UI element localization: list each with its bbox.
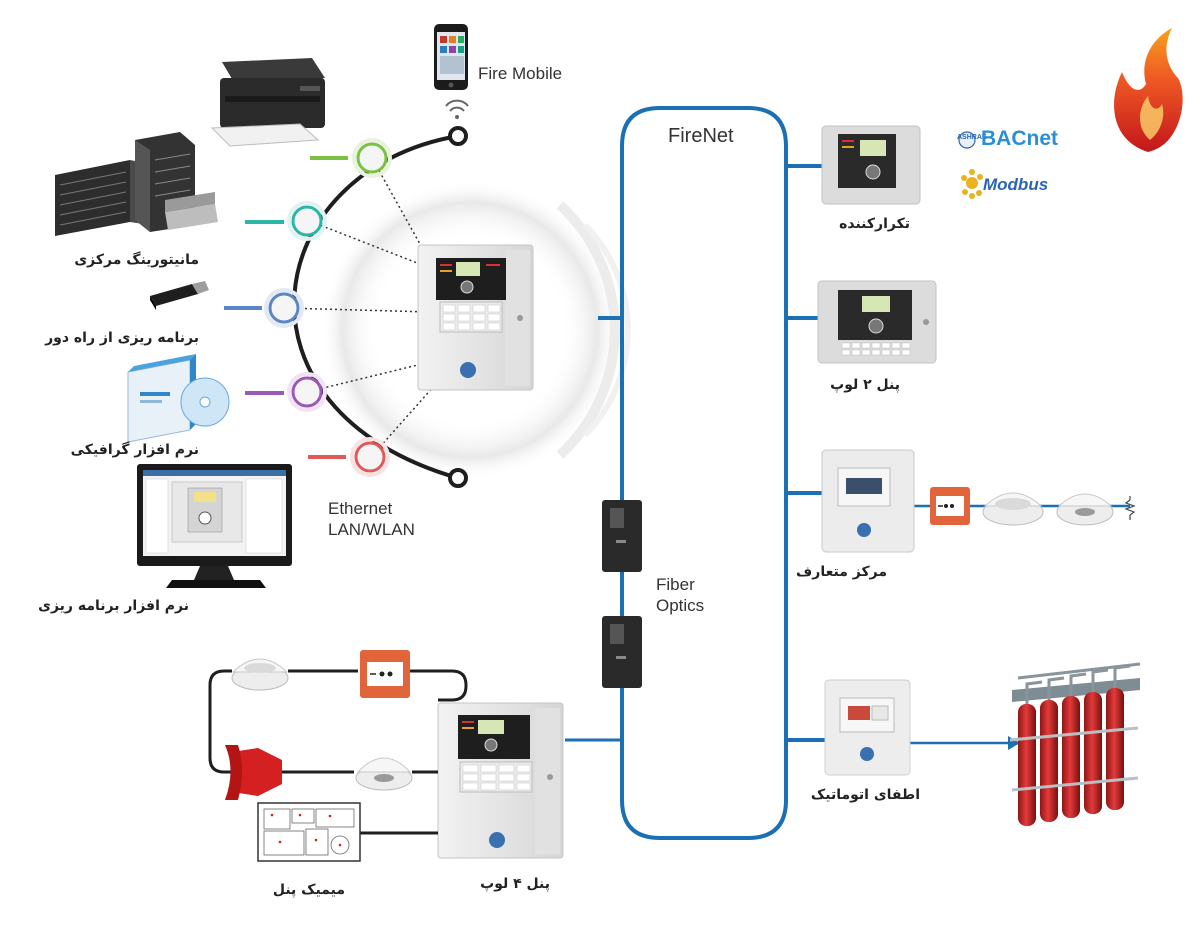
node-red [354,441,386,473]
printer-icon [210,58,325,147]
local-call-point-icon [360,650,410,698]
bacnet-prefix: ASHRAE [957,134,987,141]
arc-nodes [224,138,392,477]
node-blue [268,292,300,324]
main-panel-icon [417,244,534,391]
panel-2-loop-icon [817,280,937,364]
ethernet-label: Ethernet LAN/WLAN [328,498,415,540]
dotted-links [284,157,436,459]
fire-mobile-label: Fire Mobile [478,64,563,83]
siren-icon [225,745,282,800]
bacnet-logo [958,131,976,149]
phone-icon [434,24,468,90]
repeater-panel-icon [821,125,921,205]
arc-end-node-top [448,126,468,146]
local-smoke-detector-icon [231,658,289,691]
gas-cylinders-icon [1009,662,1141,826]
firenet-loop [565,106,825,840]
fiber-label-line1: Fiber [656,575,695,594]
conventional-center-label: مرکز متعارف [796,564,887,580]
panel-4-loop-wiring [208,669,468,835]
graphics-software-label: نرم افزار گرافیکی [70,442,199,458]
wifi-icon [445,99,469,119]
server-icon [55,132,218,236]
arc-end-node-bottom [448,468,468,488]
panel-4-loop-icon [437,702,564,859]
panel-2-loop-label: پنل ۲ لوپ [830,377,900,393]
call-point-icon [930,487,970,525]
resistor-icon [1124,496,1136,520]
extinguishing-panel-icon [824,679,911,776]
node-purple [291,376,323,408]
central-monitoring-label: مانیتورینگ مرکزی [74,252,199,268]
mimic-panel-label: میمیک پنل [272,882,345,898]
repeater-label: تکرارکننده [839,216,910,232]
ethernet-label-line1: Ethernet [328,499,393,518]
smoke-detector-icon [982,492,1044,526]
fiber-label-line2: Optics [656,596,705,615]
conventional-panel-icon [821,449,915,553]
fiber-optics-label: Fiber Optics [656,574,704,616]
node-teal [291,205,323,237]
fiber-converter-icon [602,500,642,688]
node-green [356,142,388,174]
modbus-text: Modbus [983,175,1049,194]
auto-extinguishing-label: اطفای اتوماتیک [810,787,920,803]
usb-stick-icon [150,281,209,310]
remote-programming-label: برنامه ریزی از راه دور [45,330,199,346]
software-box-icon [127,354,230,443]
firenet-label: FireNet [668,125,734,147]
flame-logo-icon [1114,28,1183,152]
local-heat-detector-icon [355,757,413,791]
monitor-icon [137,464,292,588]
floor-plan-icon [257,802,361,862]
ethernet-label-line2: LAN/WLAN [328,520,415,539]
bacnet-text: BACnet [981,127,1058,150]
modbus-logo [961,169,983,199]
panel-4-loop-label: پنل ۴ لوپ [480,876,550,892]
heat-detector-icon [1056,493,1114,526]
programming-software-label: نرم افزار برنامه ریزی [38,598,189,614]
